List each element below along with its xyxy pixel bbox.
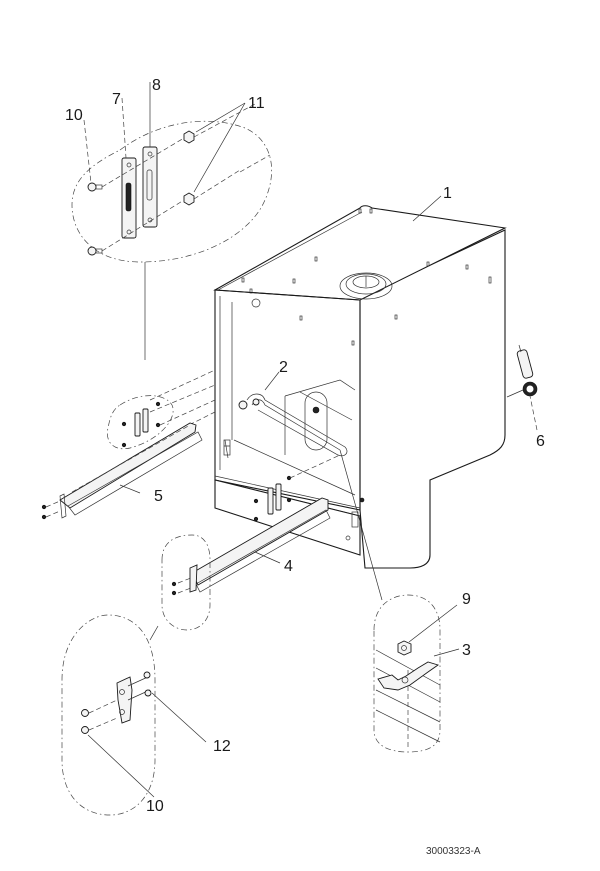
callout-2: 2: [279, 359, 288, 376]
top-tabs: [241, 208, 492, 346]
callout-9: 9: [462, 591, 471, 608]
callout-8: 8: [152, 77, 161, 94]
nut-9: [397, 640, 412, 656]
hinge-plate-8: [142, 146, 158, 228]
detail-view-rail-5-plates: [106, 395, 174, 450]
detail-view-bracket-12: [61, 614, 156, 816]
clamp-3: [377, 661, 440, 691]
callout-labels: 1 2 3 4 5 6 7 8 9 10 10 11 12: [65, 77, 545, 815]
callout-10-bottom: 10: [146, 798, 164, 815]
hinge-plate-7: [121, 157, 137, 239]
tub-hinge-plates: [253, 475, 292, 522]
callout-3: 3: [462, 642, 471, 659]
callout-1: 1: [443, 185, 452, 202]
callout-7: 7: [112, 91, 121, 108]
screw-10: [87, 182, 103, 256]
document-number: 30003323-A: [426, 846, 481, 857]
callout-4: 4: [284, 558, 293, 575]
detail-view-clamp: [339, 449, 441, 753]
callout-11: 11: [248, 95, 265, 112]
callout-12: 12: [213, 738, 231, 755]
rail-4: [177, 497, 331, 594]
nut-11: [183, 130, 195, 206]
callout-10-top: 10: [65, 107, 83, 124]
callout-leaders: [83, 82, 538, 798]
detail-view-hinge-plates: [71, 103, 272, 360]
detail-view-rail-4-bracket: [149, 534, 211, 641]
tub-assembly: [149, 205, 507, 569]
part-6-fitting: [506, 344, 538, 398]
callout-5: 5: [154, 488, 163, 505]
callout-6: 6: [536, 433, 545, 450]
heating-element-2: [238, 393, 348, 457]
tub-top-vent: [339, 272, 393, 300]
rail-5: [41, 422, 203, 520]
